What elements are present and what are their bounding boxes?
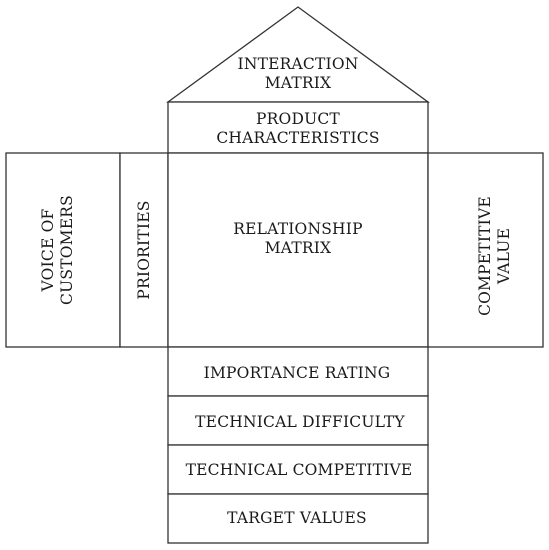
product-characteristics-label-line2: CHARACTERISTICS — [216, 129, 379, 147]
competitive-value-label-line1: COMPETITIVE — [476, 196, 494, 316]
interaction-matrix-label-line2: MATRIX — [265, 74, 332, 92]
voice-of-customers-label-line2: CUSTOMERS — [58, 195, 76, 305]
competitive-value-box — [427, 152, 544, 348]
voice-of-customers-label-line1: VOICE OF — [39, 209, 57, 293]
relationship-matrix-label-line1: RELATIONSHIP — [233, 220, 362, 238]
priorities-label: PRIORITIES — [135, 200, 153, 299]
technical-competitive-label: TECHNICAL COMPETITIVE — [186, 461, 413, 479]
relationship-matrix-box — [167, 152, 429, 348]
interaction-matrix-label-line1: INTERACTION — [238, 55, 359, 73]
target-values-box — [167, 493, 429, 544]
competitive-value-label-line2: VALUE — [495, 228, 513, 285]
product-characteristics-box — [167, 101, 429, 154]
relationship-matrix-label-line2: MATRIX — [265, 239, 332, 257]
priorities-box — [119, 152, 169, 348]
voice-of-customers-box — [5, 152, 121, 348]
technical-difficulty-label: TECHNICAL DIFFICULTY — [195, 413, 405, 431]
target-values-label: TARGET VALUES — [227, 509, 367, 527]
product-characteristics-label-line1: PRODUCT — [256, 110, 340, 128]
importance-rating-label: IMPORTANCE RATING — [204, 364, 391, 382]
technical-difficulty-box — [167, 395, 429, 446]
importance-rating-box — [167, 346, 429, 397]
